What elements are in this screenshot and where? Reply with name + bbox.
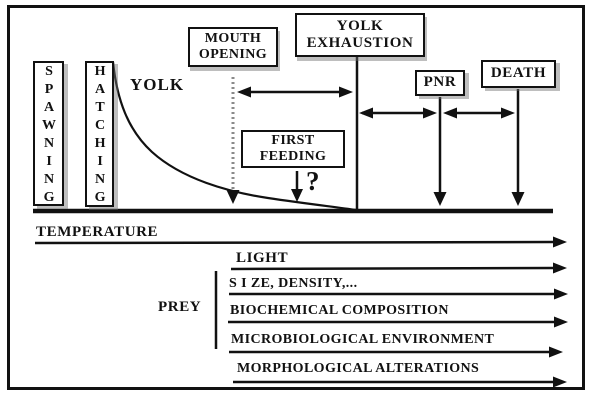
morphological-arrow [233,376,567,388]
death-arrow [511,89,525,206]
span-mouth-to-exhaustion [237,86,353,98]
pnr-arrow [433,97,447,206]
uncertainty-question-mark: ? [306,166,320,196]
size-density-arrow [229,288,568,300]
figure-border [7,5,585,390]
light-arrow [230,262,567,274]
factor-prey-microbiological: MICROBIOLOGICAL ENVIRONMENT [231,332,495,347]
factor-morphological: MORPHOLOGICAL ALTERATIONS [237,361,480,376]
stage-box-mouth-opening: MOUTH OPENING [188,27,278,67]
mouth-opening-arrow [226,77,240,204]
factor-prey-size-density: S I ZE, DENSITY,... [229,276,358,291]
biochemical-arrow [228,316,568,328]
span-exhaustion-to-pnr [359,107,437,119]
yolk-curve [111,61,357,212]
stage-box-death: DEATH [481,60,556,88]
factor-temperature: TEMPERATURE [36,224,159,240]
microbiological-arrow [229,346,563,358]
stage-box-hatching: HATCHING [85,61,114,208]
stage-box-first-feeding: FIRST FEEDING [241,130,345,168]
stage-box-pnr: PNR [415,70,465,96]
stage-box-spawning: SPAWNING [33,61,64,208]
factor-prey: PREY [158,299,202,315]
factor-light: LIGHT [236,250,289,266]
span-pnr-to-death [443,107,515,119]
first-feeding-arrow [291,171,303,202]
factor-prey-biochemical: BIOCHEMICAL COMPOSITION [230,303,449,318]
temperature-arrow [34,236,567,248]
yolk-label: YOLK [130,75,185,94]
stage-box-yolk-exhaustion: YOLK EXHAUSTION [295,13,425,57]
